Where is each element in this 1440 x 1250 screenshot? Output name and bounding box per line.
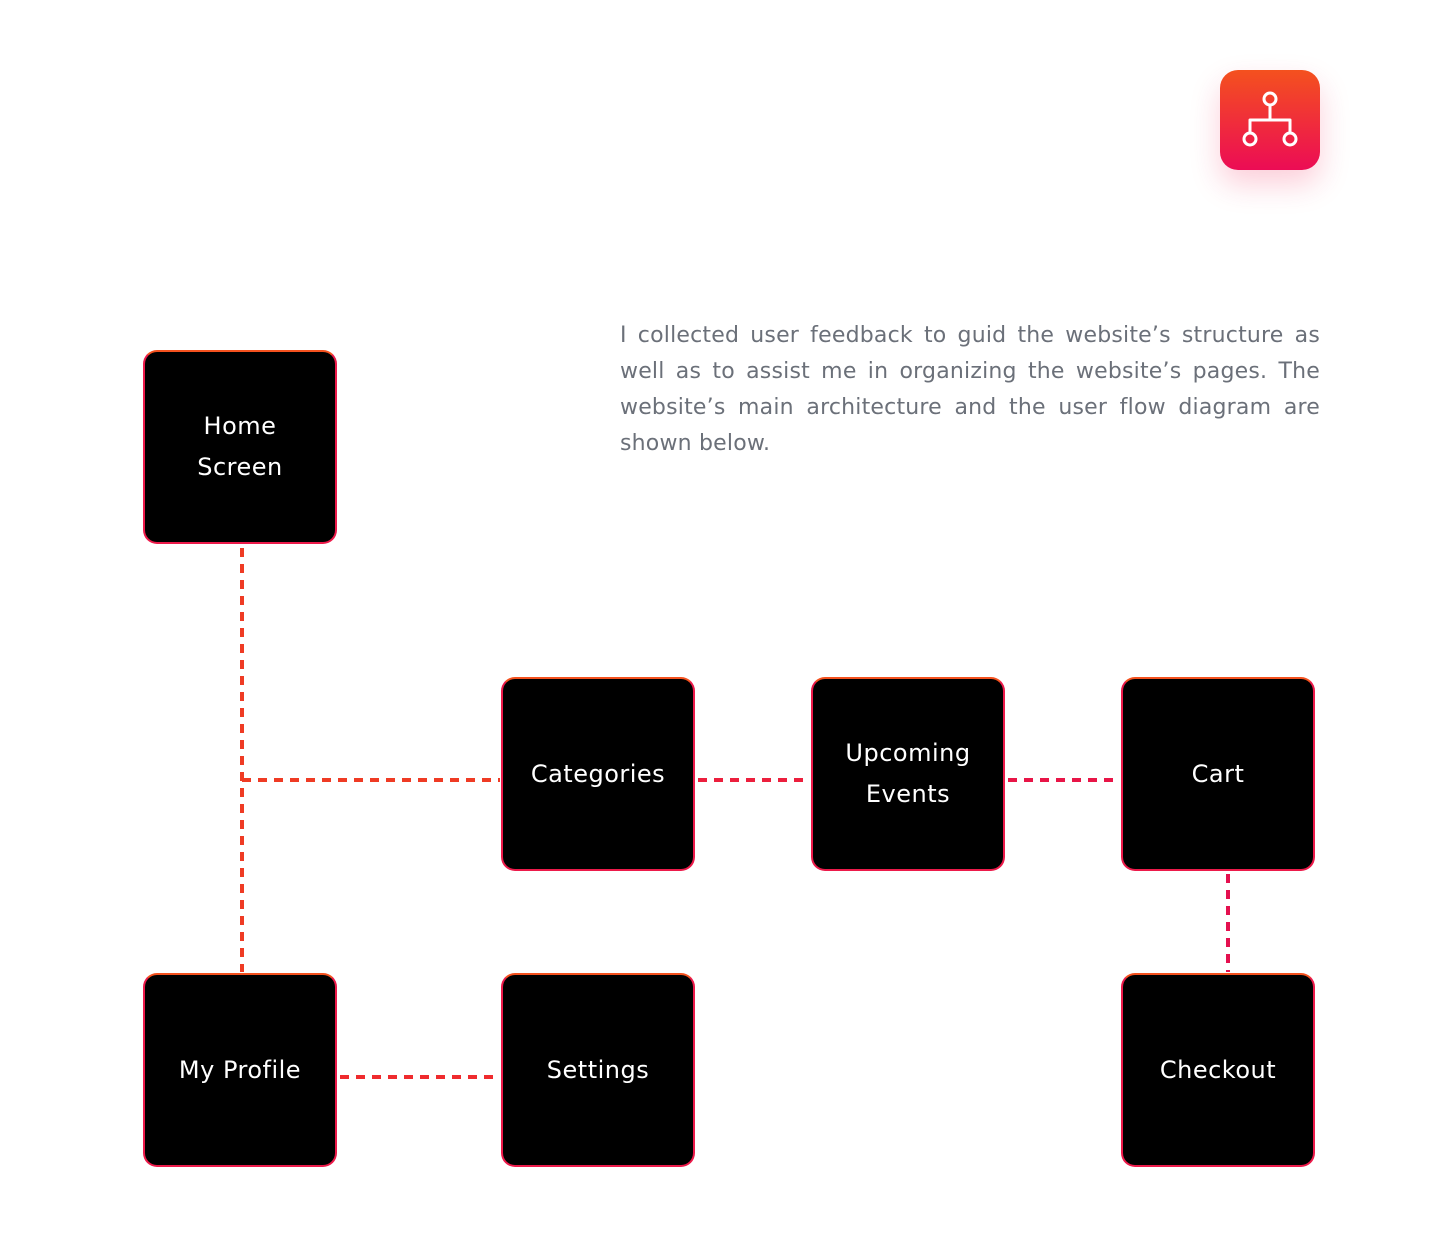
node-label: Upcoming Events: [845, 739, 971, 808]
node-home-screen: Home Screen: [143, 350, 337, 544]
node-cart: Cart: [1121, 677, 1315, 871]
node-upcoming-events: Upcoming Events: [811, 677, 1005, 871]
node-settings: Settings: [501, 973, 695, 1167]
node-checkout: Checkout: [1121, 973, 1315, 1167]
node-label: Cart: [1191, 759, 1245, 788]
node-label: My Profile: [178, 1055, 302, 1084]
node-label: Settings: [546, 1055, 650, 1084]
sitemap-app-icon: [1220, 70, 1320, 170]
node-my-profile: My Profile: [143, 973, 337, 1167]
description-text: I collected user feedback to guid the we…: [620, 323, 1320, 456]
sitemap-icon: [1242, 91, 1298, 147]
node-categories: Categories: [501, 677, 695, 871]
node-label: Home Screen: [197, 412, 283, 481]
node-label: Categories: [530, 759, 666, 788]
node-label: Checkout: [1159, 1055, 1277, 1084]
